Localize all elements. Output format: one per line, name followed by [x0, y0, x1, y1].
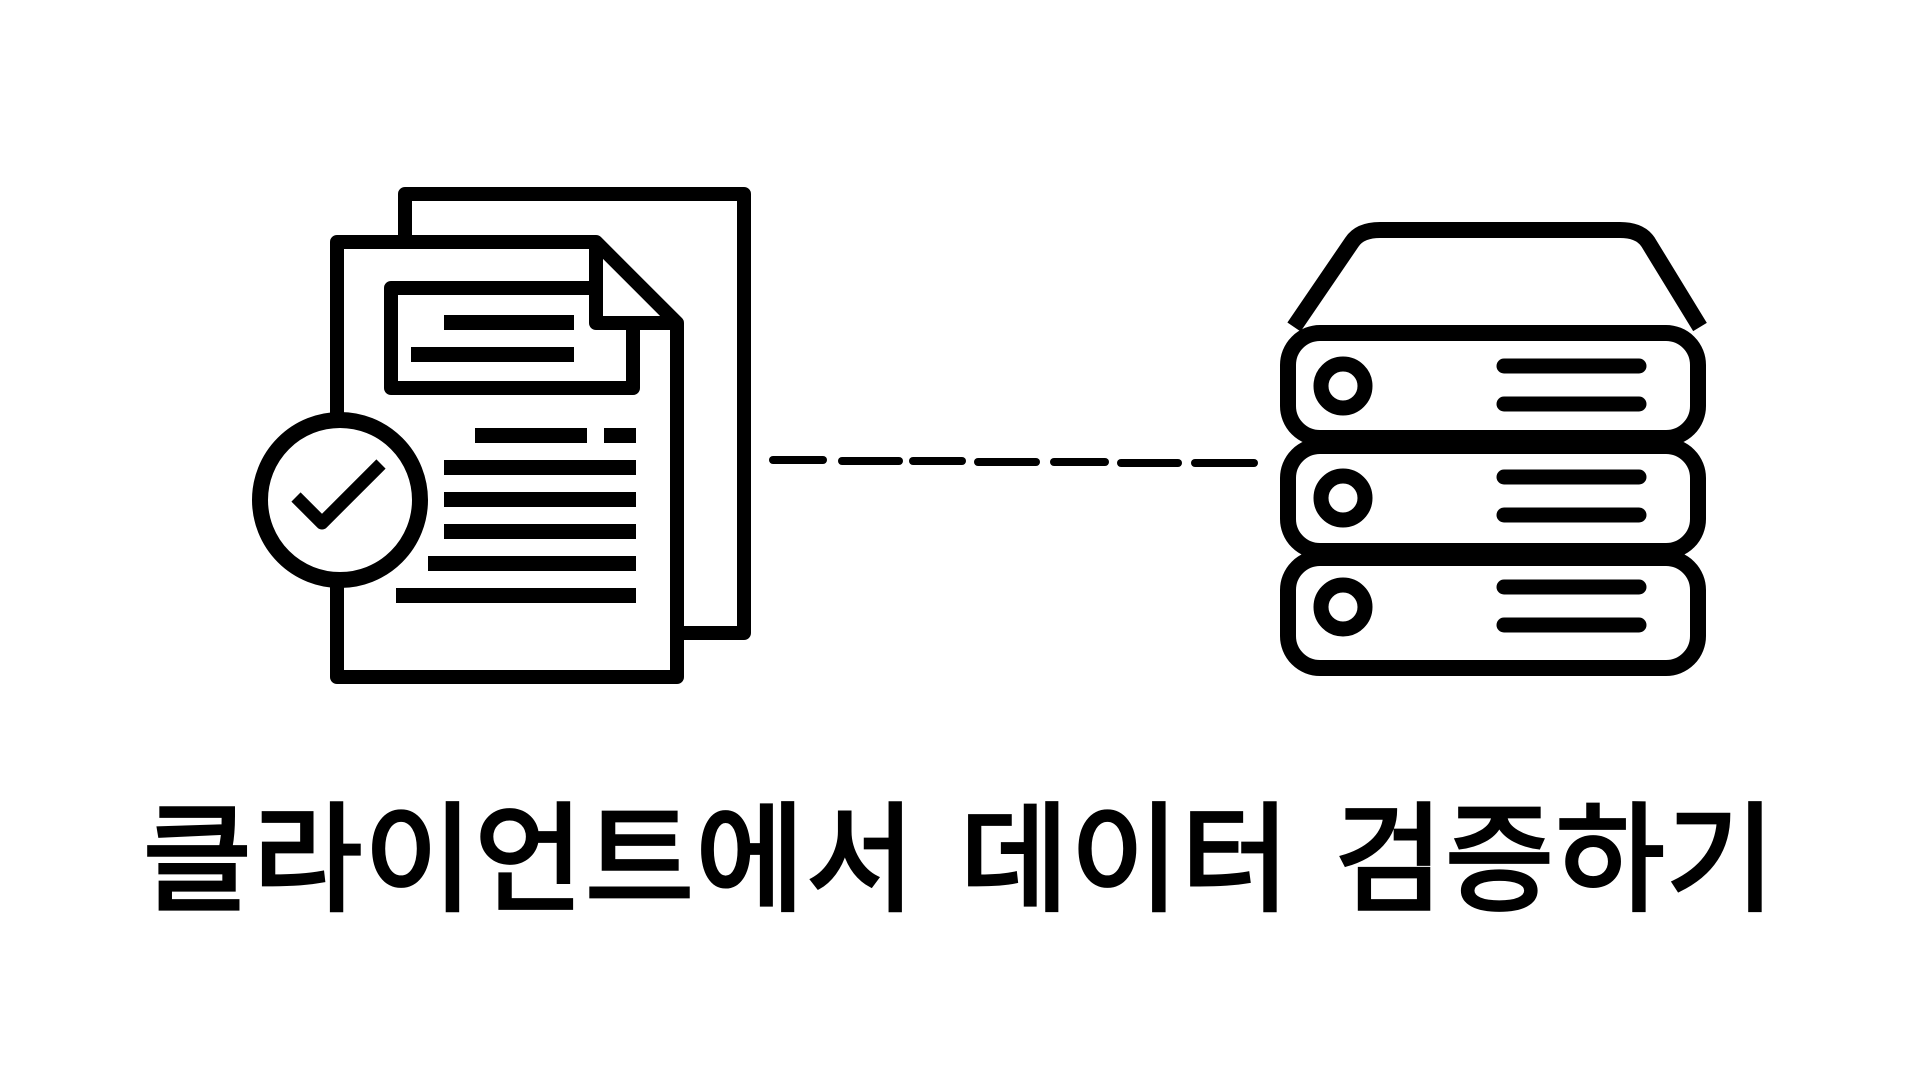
server-unit-1 [1313, 356, 1647, 416]
server-led-icon [1313, 356, 1373, 416]
server-led-icon [1313, 577, 1373, 637]
validated-document-icon [330, 187, 751, 684]
dashed-connection-line [769, 456, 1258, 467]
check-badge-icon [252, 412, 428, 588]
caption-title: 클라이언트에서 데이터 검증하기 [142, 791, 1777, 929]
server-led-icon [1313, 468, 1373, 528]
server-unit-3 [1313, 577, 1647, 637]
server-stack-icon [1280, 222, 1707, 676]
illustration [252, 187, 1707, 684]
document-text-lines [396, 315, 636, 603]
server-unit-2 [1313, 468, 1647, 528]
